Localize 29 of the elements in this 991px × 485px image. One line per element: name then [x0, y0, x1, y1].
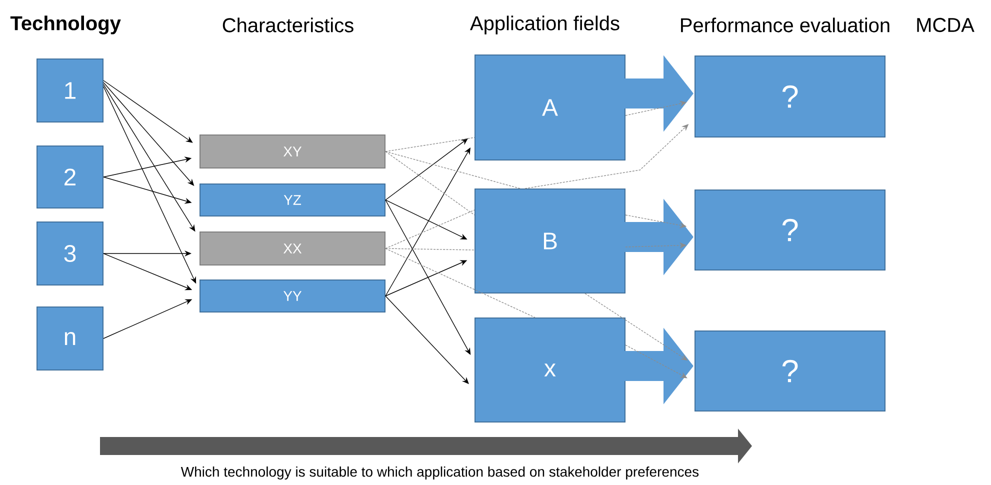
- connector-line: [385, 248, 475, 250]
- application-box: B: [474, 188, 626, 294]
- evaluation-box: ?: [694, 190, 886, 270]
- characteristic-box: YZ: [200, 184, 386, 216]
- caption-text: Which technology is suitable to which application based on stakeholder preferences: [180, 466, 699, 480]
- connector-line: [385, 151, 475, 216]
- column-heading: Performance evaluation: [681, 18, 890, 32]
- connector-line: [385, 210, 475, 249]
- column-heading: Application fields: [470, 16, 620, 34]
- number-box: 3: [36, 222, 104, 286]
- column-heading: Characteristics: [222, 18, 354, 32]
- characteristic-box: XX: [200, 232, 386, 266]
- column-heading: Technology: [10, 16, 121, 34]
- connector-line: [385, 151, 520, 189]
- evaluation-box: ?: [694, 56, 886, 138]
- number-box: 2: [36, 146, 104, 208]
- application-box: A: [474, 54, 626, 160]
- number-box: 1: [36, 58, 104, 122]
- arrow: [625, 344, 688, 378]
- connector-line: [385, 137, 475, 152]
- evaluation-box: ?: [694, 330, 886, 412]
- arrow: [385, 200, 471, 355]
- arrow: [103, 80, 193, 143]
- characteristic-box: YY: [200, 280, 386, 312]
- application-box: x: [474, 318, 626, 422]
- characteristic-box: XY: [200, 134, 386, 168]
- column-heading: MCDA: [917, 18, 974, 32]
- number-box: n: [36, 306, 104, 370]
- connector-line: [385, 248, 536, 318]
